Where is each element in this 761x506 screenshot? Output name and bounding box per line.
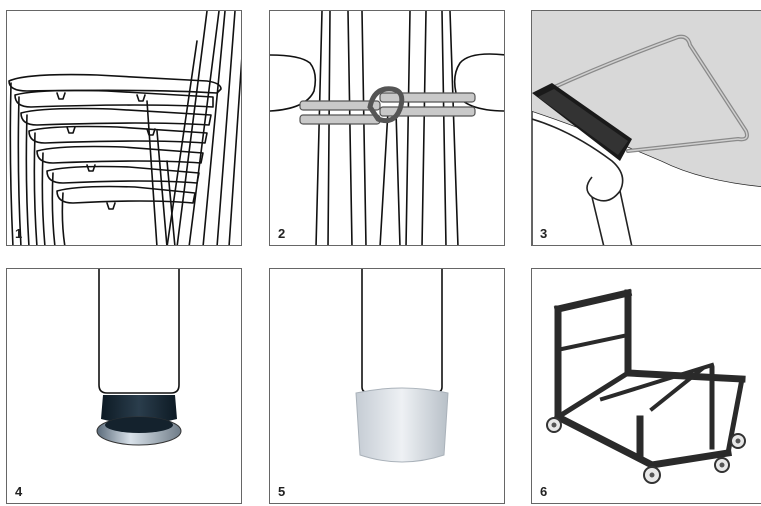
panel-number: 6 [540, 484, 548, 499]
panel-number: 1 [15, 226, 23, 241]
row-connector-clip-photo [532, 11, 761, 245]
panel-trolley: 6 [531, 268, 761, 504]
felt-glide-cap-photo [355, 269, 449, 463]
swivel-glide-foot-photo [96, 269, 182, 446]
panel-row-connector: 3 [531, 10, 761, 246]
panel-stacking: 1 [6, 10, 242, 246]
stacking-trolley-photo [546, 288, 746, 484]
stacked-chairs-illustration [8, 11, 241, 245]
panel-swivel-glide: 4 [6, 268, 242, 504]
panel-number: 3 [540, 226, 548, 241]
panel-linking: 2 [269, 10, 505, 246]
linking-hooks-illustration [270, 11, 504, 245]
panel-number: 4 [15, 484, 23, 499]
panel-felt-glide: 5 [269, 268, 505, 504]
panel-number: 5 [278, 484, 286, 499]
panel-number: 2 [278, 226, 286, 241]
